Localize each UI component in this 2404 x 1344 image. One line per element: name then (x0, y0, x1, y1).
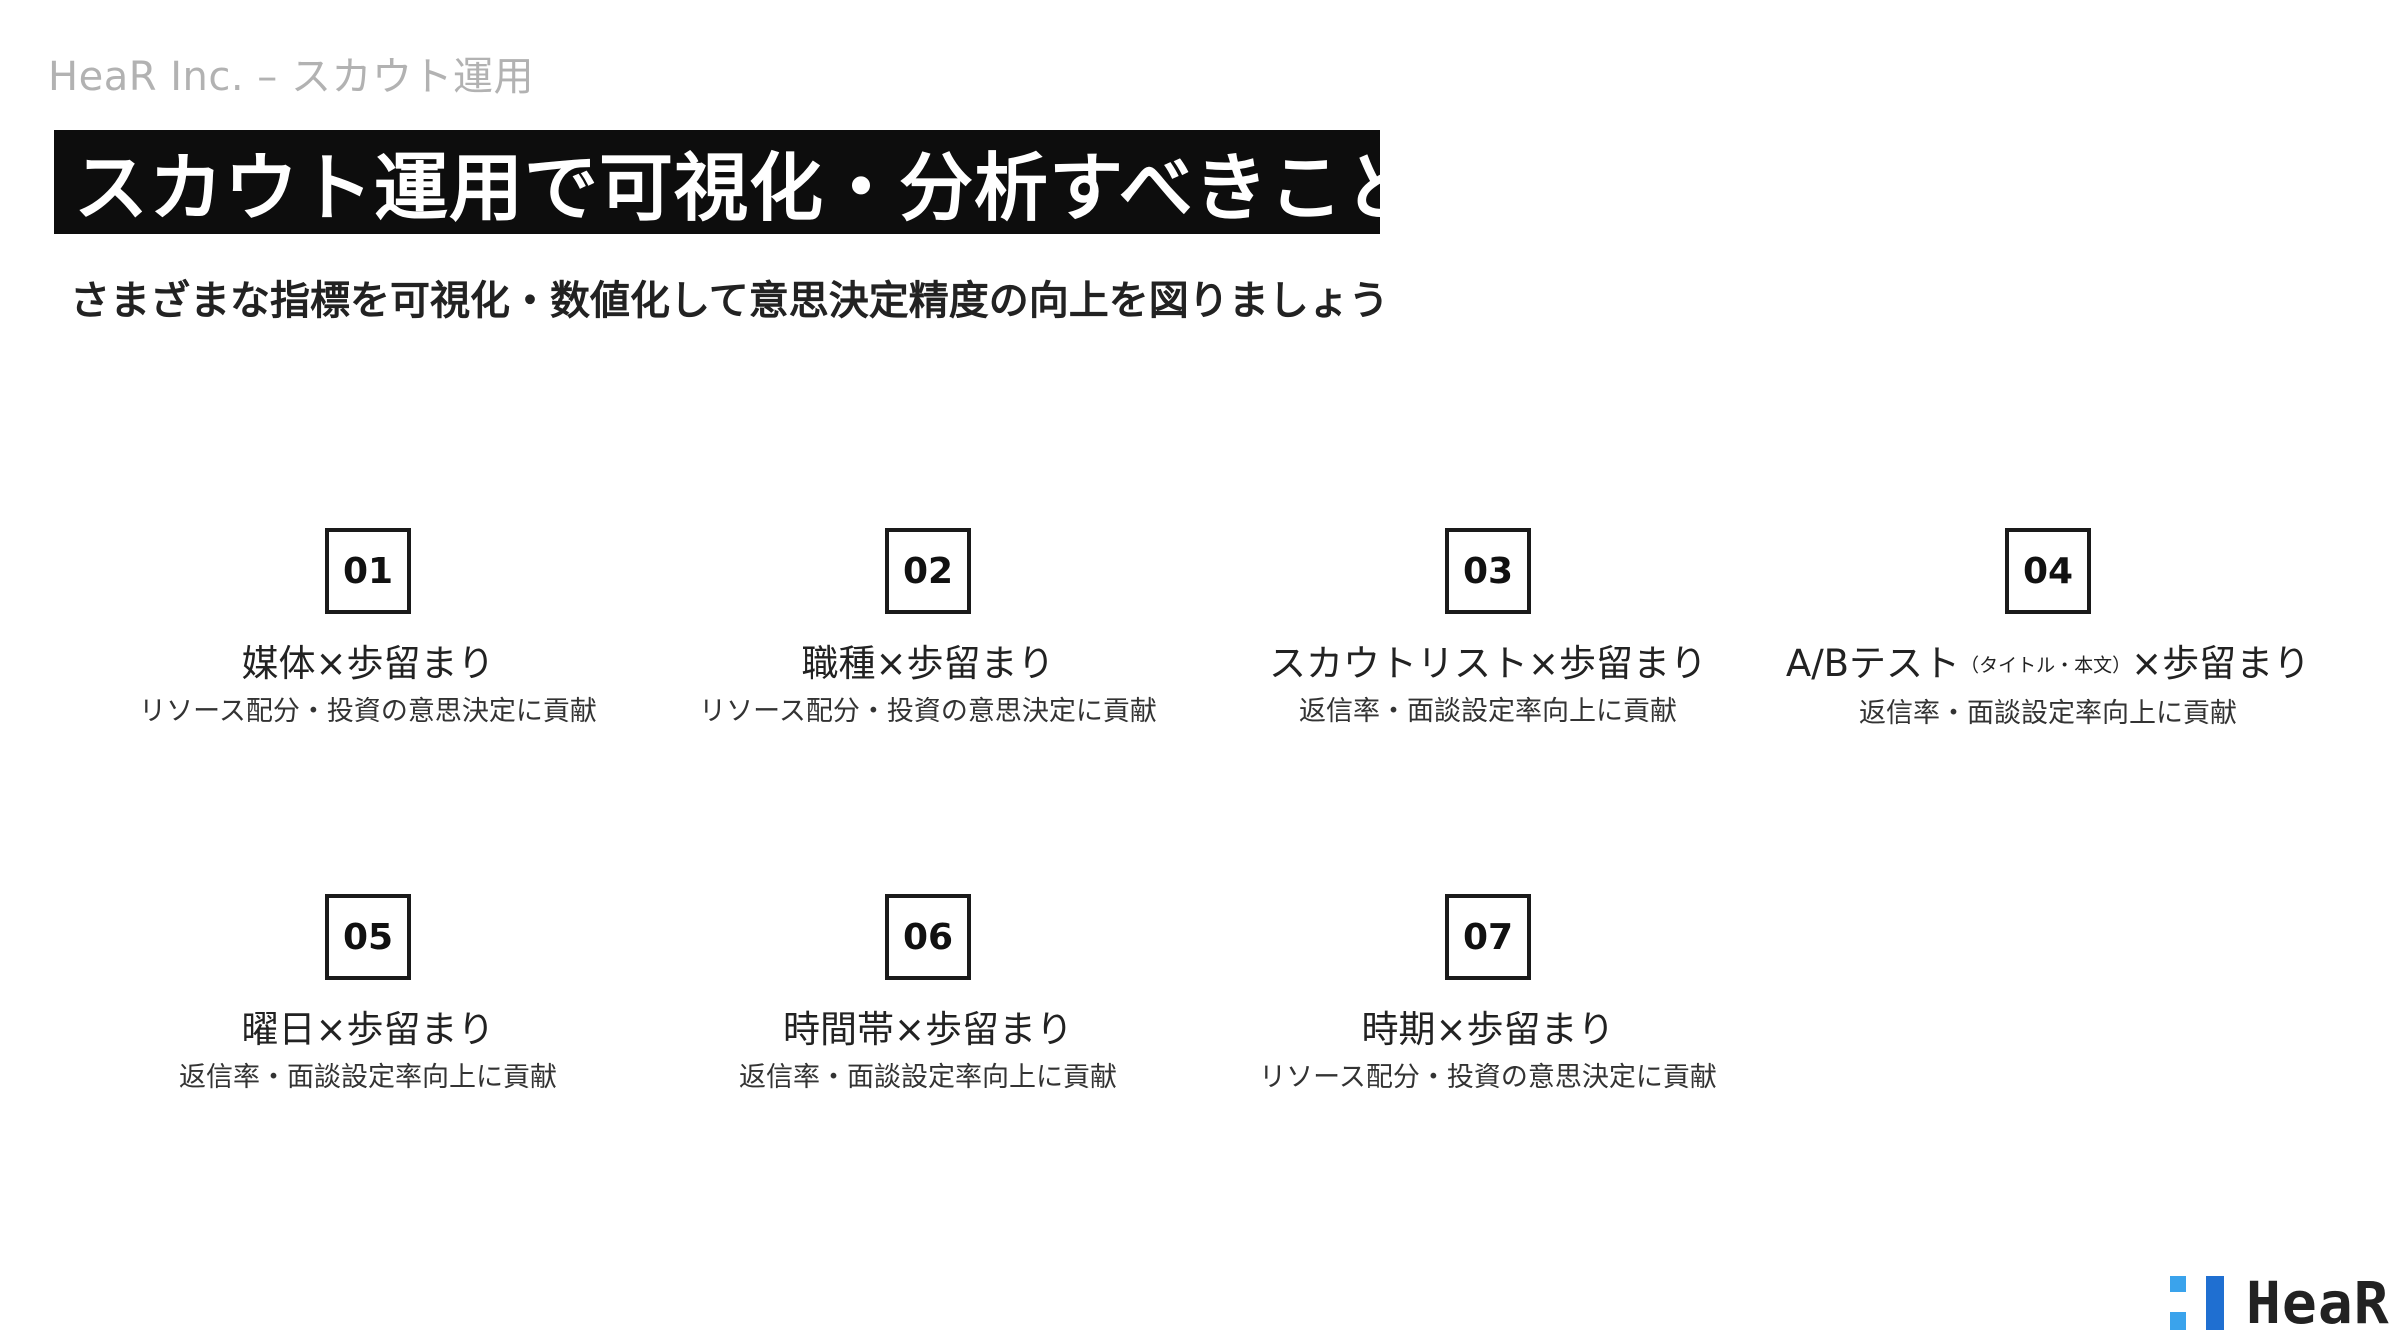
item-title: 曜日×歩留まり (241, 1008, 495, 1051)
logo-bar (2206, 1276, 2224, 1330)
logo-wordmark: HeaR (2246, 1269, 2390, 1337)
item-number: 07 (1445, 894, 1531, 980)
item-title: 職種×歩留まり (801, 642, 1055, 685)
logo-square-bottom (2170, 1312, 2186, 1330)
item-number: 06 (885, 894, 971, 980)
page-subtitle: さまざまな指標を可視化・数値化して意思決定精度の向上を図りましょう (70, 278, 1389, 324)
item-title: 媒体×歩留まり (241, 642, 495, 685)
item-number: 01 (325, 528, 411, 614)
item-06: 06 時間帯×歩留まり 返信率・面談設定率向上に貢献 (648, 894, 1208, 1098)
item-description: 返信率・面談設定率向上に貢献 (739, 1062, 1117, 1093)
page-title: スカウト運用で可視化・分析すべきこと (74, 145, 1419, 232)
item-number: 04 (2005, 528, 2091, 614)
hear-logo-mark-icon (2170, 1276, 2226, 1330)
item-description: リソース配分・投資の意思決定に貢献 (1259, 1062, 1717, 1093)
item-title: 時間帯×歩留まり (782, 1008, 1073, 1051)
item-number: 03 (1445, 528, 1531, 614)
item-04: 04 A/Bテスト（タイトル・本文）×歩留まり 返信率・面談設定率向上に貢献 (1768, 528, 2328, 734)
item-number: 05 (325, 894, 411, 980)
item-title: A/Bテスト（タイトル・本文）×歩留まり (1786, 640, 2310, 690)
item-number: 02 (885, 528, 971, 614)
item-title-main: A/Bテスト (1785, 642, 1961, 685)
item-title: スカウトリスト×歩留まり (1268, 642, 1707, 685)
title-banner: スカウト運用で可視化・分析すべきこと (54, 130, 1418, 234)
logo-square-top (2170, 1276, 2186, 1292)
item-02: 02 職種×歩留まり リソース配分・投資の意思決定に貢献 (648, 528, 1208, 732)
item-description: 返信率・面談設定率向上に貢献 (1299, 696, 1677, 727)
item-description: リソース配分・投資の意思決定に貢献 (139, 696, 597, 727)
item-description: 返信率・面談設定率向上に貢献 (1859, 697, 2237, 729)
hear-logo: HeaR (2170, 1270, 2389, 1336)
item-description: リソース配分・投資の意思決定に貢献 (699, 696, 1157, 727)
item-03: 03 スカウトリスト×歩留まり 返信率・面談設定率向上に貢献 (1208, 528, 1768, 732)
item-description: 返信率・面談設定率向上に貢献 (179, 1062, 557, 1093)
header-label: HeaR Inc. – スカウト運用 (48, 54, 534, 100)
item-01: 01 媒体×歩留まり リソース配分・投資の意思決定に貢献 (88, 528, 648, 732)
item-05: 05 曜日×歩留まり 返信率・面談設定率向上に貢献 (88, 894, 648, 1098)
item-07: 07 時期×歩留まり リソース配分・投資の意思決定に貢献 (1208, 894, 1768, 1098)
item-title-note: （タイトル・本文） (1960, 654, 2132, 677)
item-title-suffix: ×歩留まり (2131, 642, 2311, 685)
item-title: 時期×歩留まり (1361, 1008, 1615, 1051)
